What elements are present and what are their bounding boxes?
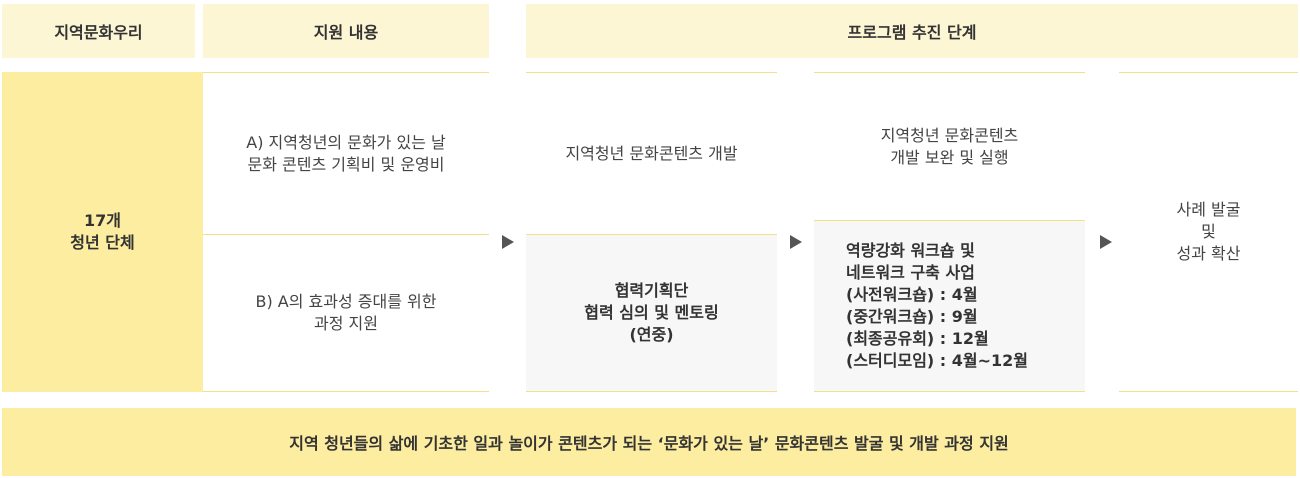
header-support: 지원 내용 [203, 4, 489, 58]
footer-summary: 지역 청년들의 삶에 기초한 일과 놀이가 콘텐츠가 되는 ‘문화가 있는 날’… [2, 408, 1296, 476]
arrow-right-icon [502, 235, 514, 249]
stage1-mentoring: 협력기획단 협력 심의 및 멘토링 (연중) [526, 234, 777, 392]
arrow-right-icon [1100, 235, 1112, 249]
arrow-right-icon [790, 235, 802, 249]
support-item-a: A) 지역청년의 문화가 있는 날 문화 콘텐츠 기획비 및 운영비 [203, 72, 489, 234]
support-item-b: B) A의 효과성 증대를 위한 과정 지원 [203, 234, 489, 392]
stage2-workshops: 역량강화 워크숍 및 네트워크 구축 사업 (사전워크숍) : 4월 (중간워크… [814, 220, 1085, 392]
stage2-execution: 지역청년 문화콘텐츠 개발 보완 및 실행 [814, 72, 1085, 220]
stage1-development: 지역청년 문화콘텐츠 개발 [526, 72, 777, 234]
header-region: 지역문화우리 [2, 4, 195, 58]
stage3-outcomes: 사례 발굴 및 성과 확산 [1119, 72, 1298, 392]
target-group: 17개 청년 단체 [2, 72, 203, 392]
header-program-stages: 프로그램 추진 단계 [526, 4, 1298, 58]
